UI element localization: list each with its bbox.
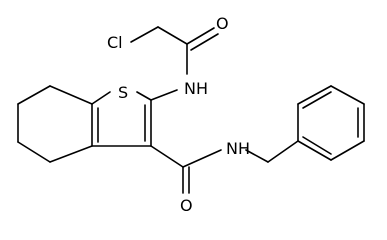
- bond-phenyl-2-3: [297, 85, 332, 105]
- acyl-oxygen-label: O: [216, 14, 229, 33]
- amide-nitrogen-2-label: N: [226, 139, 238, 158]
- bond-ch2-phenyl: [267, 140, 299, 163]
- carboxamide-oxygen-label: O: [180, 196, 193, 215]
- bond-nitrogen-benzyl-ch2: [245, 149, 269, 163]
- bond-phenyl-3-4: [330, 85, 365, 105]
- bond-c4-c3a: [49, 145, 93, 163]
- bond-c7a-c7: [49, 85, 93, 105]
- bond-cl-ch2: [130, 26, 159, 43]
- amide-nitrogen-1-label: NH: [184, 79, 208, 98]
- chemical-structure-canvas: Cl O S NH N H O: [17, 14, 365, 215]
- bond-carbonyl-oxygen-a: [186, 27, 215, 45]
- bond-carbonyl-nitrogen: [182, 149, 222, 168]
- bond-c5-c4: [17, 141, 51, 163]
- bond-carbonyl-oxygen-b: [190, 33, 219, 51]
- bond-ch2-carbonyl: [157, 26, 188, 45]
- thiophene-ring: [91, 91, 152, 147]
- bond-phenyl-5-6: [330, 140, 365, 161]
- sulfur-label: S: [118, 83, 128, 102]
- benzyl-group: [267, 85, 365, 163]
- chemical-structure-drawing: Cl O S NH N H O: [17, 14, 365, 215]
- cyclohexene-ring: [17, 85, 93, 163]
- bond-sulfur-c7a: [91, 91, 111, 105]
- chlorine-label: Cl: [107, 33, 123, 52]
- bond-phenyl-inner-a: [302, 91, 332, 109]
- bond-phenyl-6-1: [297, 140, 332, 161]
- bond-c3-carbonyl: [150, 145, 184, 168]
- bond-c7-c6: [17, 85, 51, 105]
- bond-phenyl-inner-c: [302, 136, 332, 155]
- amide-hydrogen-2-label: H: [238, 139, 250, 158]
- chloroacetyl-group: [130, 26, 219, 75]
- carboxamide-group: [150, 145, 269, 194]
- bond-nitrogen-thiophene-c2: [150, 89, 178, 101]
- bond-c2-sulfur: [136, 91, 152, 101]
